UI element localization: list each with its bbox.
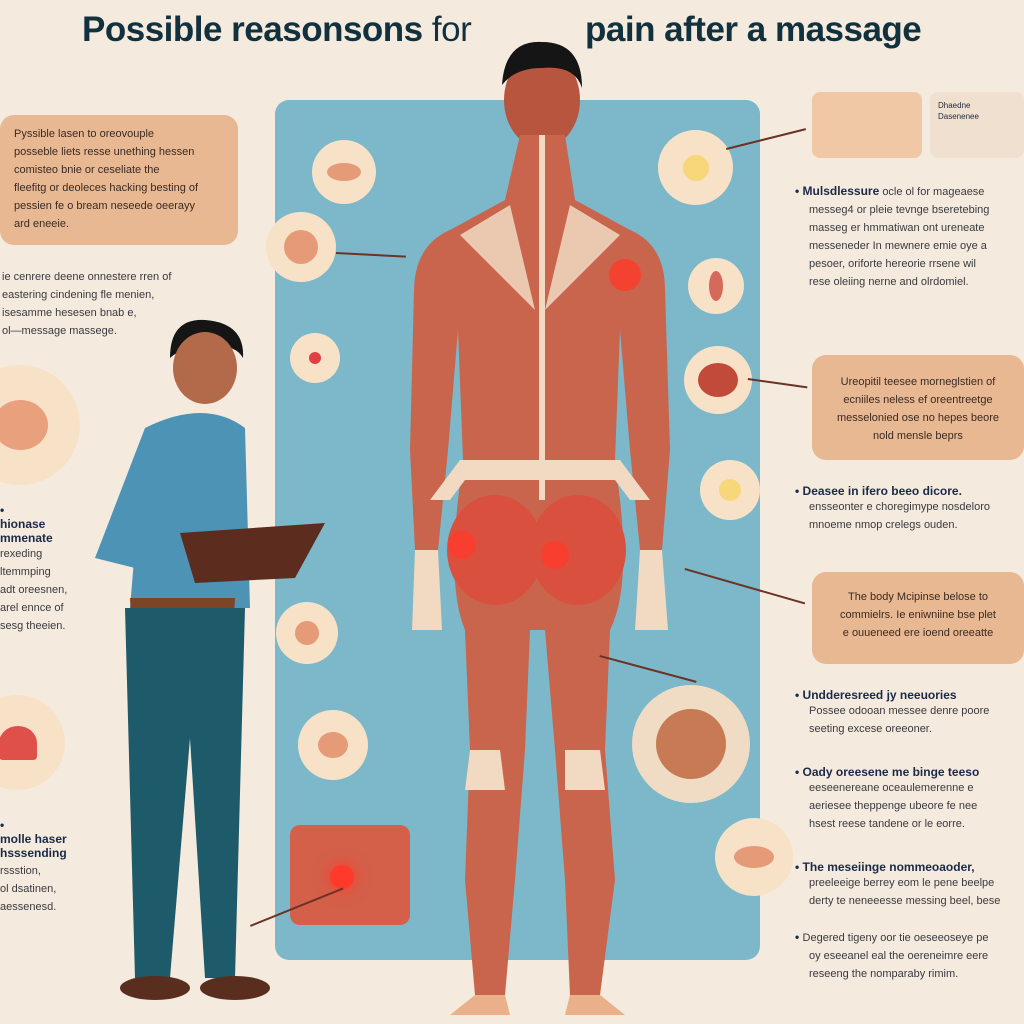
muscle-tissue-icon [684,346,752,414]
title-for: for [431,10,472,49]
clipboard [180,523,325,583]
tear-icon [688,258,744,314]
calf-pain-closeup [290,825,410,925]
foot-icon [715,818,793,896]
spark-icon [700,460,760,520]
muscle-body-illustration [410,41,670,1015]
therapist-illustration [95,319,325,1000]
fist-icon [298,710,368,780]
right-top-illustration [812,92,922,158]
figure-head [502,41,582,148]
hand-pinch-icon [266,212,336,282]
pain-spot-shoulder [609,259,641,291]
right-item-1-heading: Mulsdlessure [795,184,879,198]
right-item-1: Mulsdlessure ocle ol for mageaese messeg… [795,182,1024,291]
left-paragraph-3: rssstion,ol dsatinen,aessenesd. [0,865,57,913]
right-item-3: Undderesreed jy neeuories Possee odooan … [795,688,1024,738]
title-part1: Possible reasonsons for [82,10,472,49]
right-item-2: Deasee in ifero beeo dicore. ensseonter … [795,484,1024,534]
right-item-6: Degered tigeny oor tie oeseeoseye pe oy … [795,928,1024,983]
hand-pain-icon [0,365,80,485]
hand-massage-icon [312,140,376,204]
finger-icon [276,602,338,664]
man-pain-portrait [632,685,750,803]
star-icon [290,333,340,383]
pain-spot-left-glute [448,531,476,559]
broken-heart-icon [0,695,65,790]
pain-spot-right-glute [541,541,569,569]
title-part2: pain after a massage [585,10,922,49]
nerve-icon [658,130,733,205]
right-item-5: The meseiinge nommeoaoder, preeleeige be… [795,860,1024,910]
right-item-4: Oady oreesene me binge teeso eeseenerean… [795,765,1024,833]
